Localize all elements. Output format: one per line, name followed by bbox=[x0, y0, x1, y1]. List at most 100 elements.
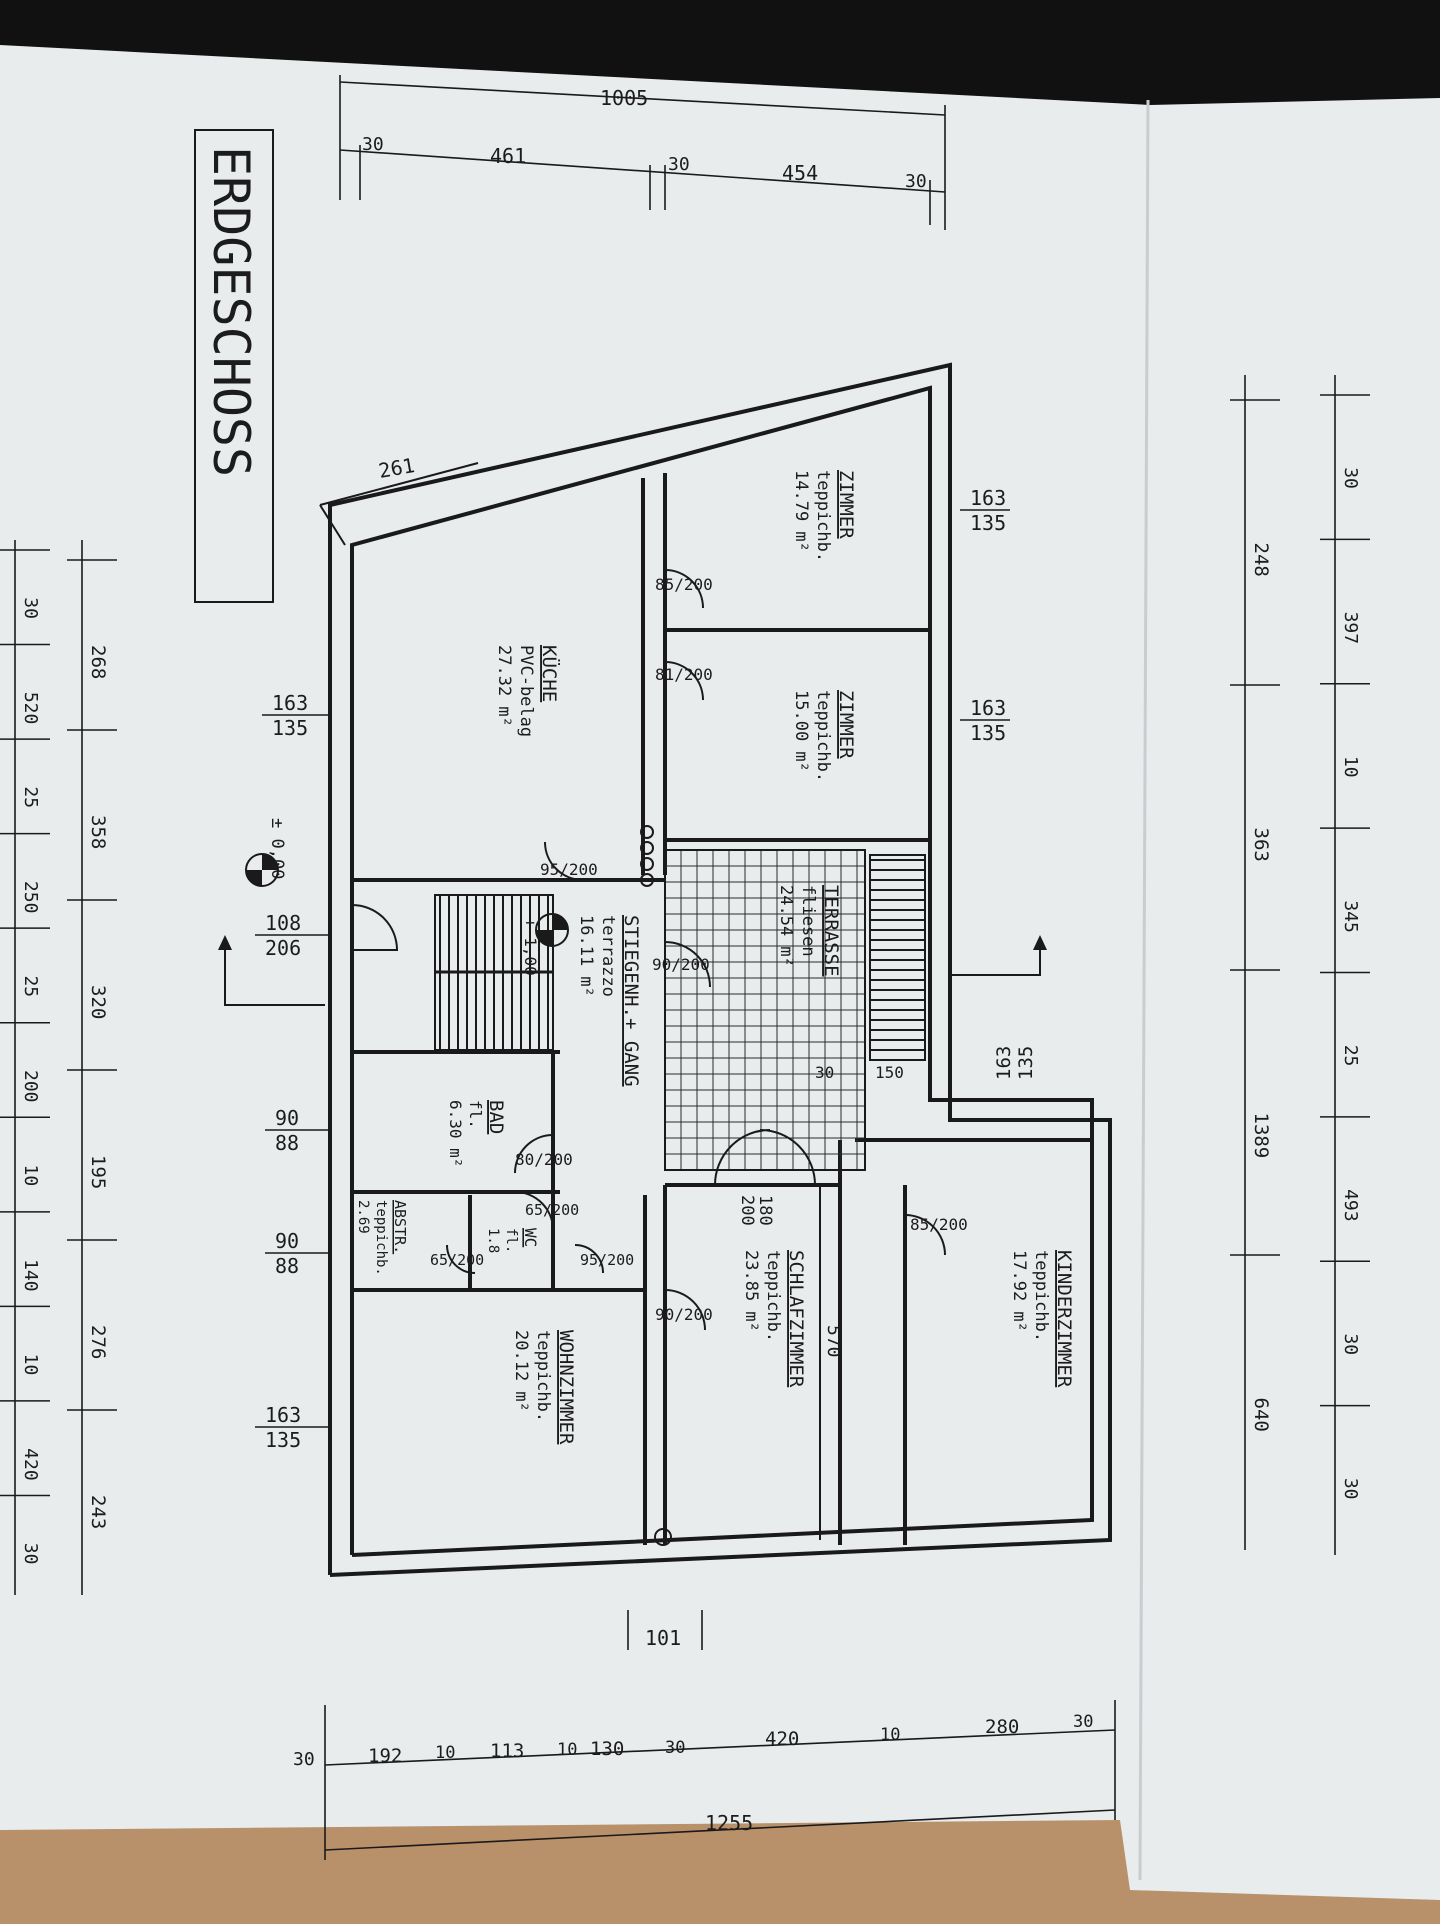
room-terrasse-area: 24.54 m² bbox=[776, 885, 796, 967]
window-8-width: 90 bbox=[275, 1229, 299, 1253]
room-zimmer-1-floor: teppichb. bbox=[813, 470, 833, 562]
window-9-label: 180 200 bbox=[737, 1195, 775, 1226]
dimension-bottom-seg-8: 420 bbox=[765, 1728, 799, 1750]
stair-dim-150: 150 bbox=[875, 1063, 904, 1082]
dimension-right-outer-6: 493 bbox=[1340, 1189, 1361, 1222]
room-kueche-area: 27.32 m² bbox=[494, 645, 514, 727]
title-box bbox=[194, 129, 274, 603]
title-label: ERDGESCHOSS bbox=[202, 146, 260, 477]
window-1-width: 163 bbox=[970, 486, 1006, 510]
dimension-right-inner-2: 363 bbox=[1250, 828, 1272, 862]
dimension-right-outer-8: 30 bbox=[1340, 1478, 1361, 1500]
window-4-height: 135 bbox=[265, 1428, 301, 1452]
dimension-bottom-seg-3: 10 bbox=[435, 1743, 455, 1763]
door-4-label: 90/200 bbox=[652, 955, 710, 974]
exterior-walls bbox=[319, 362, 1112, 1577]
room-wohnzimmer-area: 20.12 m² bbox=[511, 1330, 531, 1412]
room-labels: ZIMMER teppichb. 14.79 m² ZIMMER teppich… bbox=[355, 470, 1075, 1445]
dimension-bottom-seg-4: 113 bbox=[490, 1740, 524, 1762]
room-stiegenhaus-name: STIEGENH.+ GANG bbox=[620, 915, 642, 1087]
dimension-bottom-seg-10: 280 bbox=[985, 1716, 1019, 1738]
paper-fold bbox=[1138, 99, 1150, 1881]
room-bad-area: 6.30 m² bbox=[446, 1100, 465, 1167]
dimension-right-outer-2: 397 bbox=[1340, 612, 1361, 645]
level-inside-label: + 1,00 bbox=[521, 918, 540, 976]
window-6-width: 108 bbox=[265, 911, 301, 935]
room-kueche: KÜCHE PVC-belag 27.32 m² bbox=[494, 645, 561, 737]
dimension-left-outer-9: 10 bbox=[20, 1354, 41, 1376]
window-3-height: 135 bbox=[272, 716, 308, 740]
room-terrasse-name: TERRASSE bbox=[820, 885, 842, 977]
room-terrasse: TERRASSE fliesen 24.54 m² bbox=[776, 885, 842, 977]
window-2-label: 163 135 bbox=[960, 696, 1010, 745]
dimension-bottom-seg-5: 10 bbox=[557, 1740, 577, 1760]
dimension-bottom-seg-7: 30 bbox=[665, 1738, 685, 1758]
dimension-top-seg-5: 30 bbox=[905, 171, 927, 192]
room-stiegenhaus-area: 16.11 m² bbox=[576, 915, 596, 997]
room-kinderzimmer: KINDERZIMMER teppichb. 17.92 m² bbox=[1009, 1250, 1075, 1388]
dimension-left-inner-4: 195 bbox=[87, 1155, 109, 1189]
dimension-left-outer-8: 140 bbox=[20, 1259, 41, 1292]
dimension-left-inner-6: 243 bbox=[87, 1495, 109, 1529]
dimension-right-inner-3: 1389 bbox=[1250, 1113, 1272, 1159]
dimension-right-outer-4: 345 bbox=[1340, 900, 1361, 933]
dimension-left-outer-10: 420 bbox=[20, 1448, 41, 1481]
room-kinderzimmer-area: 17.92 m² bbox=[1009, 1250, 1029, 1332]
dimension-left-outer-11: 30 bbox=[20, 1543, 41, 1565]
room-kueche-name: KÜCHE bbox=[538, 645, 561, 702]
dimension-bottom-seg-1: 30 bbox=[293, 1749, 315, 1770]
room-abstellraum-area: 2.69 bbox=[355, 1200, 371, 1234]
room-zimmer-2: ZIMMER teppichb. 15.00 m² bbox=[791, 690, 857, 782]
room-schlafzimmer-area: 23.85 m² bbox=[741, 1250, 761, 1332]
stair-dim-30: 30 bbox=[815, 1063, 834, 1082]
room-wc-floor: fl. bbox=[503, 1228, 519, 1253]
door-10-label: 85/200 bbox=[910, 1215, 968, 1234]
dimension-top-seg-3: 30 bbox=[668, 154, 690, 175]
dimension-left-inner-5: 276 bbox=[87, 1325, 109, 1359]
room-zimmer-1-area: 14.79 m² bbox=[791, 470, 811, 552]
window-5-label: 163 135 bbox=[993, 1046, 1037, 1080]
room-kinderzimmer-name: KINDERZIMMER bbox=[1053, 1250, 1075, 1388]
dimension-right-outer-5: 25 bbox=[1340, 1045, 1361, 1067]
room-schlafzimmer-name: SCHLAFZIMMER bbox=[785, 1250, 807, 1388]
dimension-bottom-seg-11: 30 bbox=[1073, 1712, 1093, 1732]
dimension-left-outer-5: 25 bbox=[20, 975, 41, 997]
room-schlafzimmer: SCHLAFZIMMER teppichb. 23.85 m² bbox=[741, 1250, 807, 1388]
dimension-left-inner-2: 358 bbox=[87, 815, 109, 849]
window-3-width: 163 bbox=[272, 691, 308, 715]
dimension-bottom-seg-6: 130 bbox=[590, 1738, 624, 1760]
chimney-circles bbox=[640, 825, 672, 1546]
interior-walls bbox=[352, 473, 1092, 1545]
window-1-height: 135 bbox=[970, 511, 1006, 535]
window-labels: 163 135 163 135 163 135 163 135 163 135 … bbox=[255, 486, 1037, 1452]
dimension-top-seg-4: 454 bbox=[782, 161, 818, 185]
dimension-left-outer-4: 250 bbox=[20, 881, 41, 914]
door-labels: 85/200 81/200 95/200 90/200 80/200 65/20… bbox=[430, 575, 968, 1324]
door-5-label: 80/200 bbox=[515, 1150, 573, 1169]
room-zimmer-1-name: ZIMMER bbox=[835, 470, 857, 539]
window-1-label: 163 135 bbox=[960, 486, 1010, 535]
black-tape-strip bbox=[0, 0, 1440, 105]
door-9-label: 90/200 bbox=[655, 1305, 713, 1324]
window-7-label: 90 88 bbox=[265, 1106, 330, 1155]
level-marker-inside: + 1,00 bbox=[521, 913, 569, 976]
room-wohnzimmer: WOHNZIMMER teppichb. 20.12 m² bbox=[511, 1330, 577, 1445]
room-zimmer-2-name: ZIMMER bbox=[835, 690, 857, 759]
room-terrasse-floor: fliesen bbox=[798, 885, 818, 957]
room-bad-floor: fl. bbox=[466, 1100, 485, 1129]
window-9-height: 200 bbox=[737, 1195, 757, 1226]
window-7-height: 88 bbox=[275, 1131, 299, 1155]
door-1-label: 85/200 bbox=[655, 575, 713, 594]
dimension-right-inner-4: 640 bbox=[1250, 1398, 1272, 1432]
dimension-bottom-total: 1255 bbox=[705, 1811, 753, 1835]
window-6-label: 108 206 bbox=[255, 911, 330, 960]
door-7-label: 65/200 bbox=[430, 1251, 484, 1269]
dimension-left-inner-1: 268 bbox=[87, 645, 109, 679]
paper-sheet bbox=[0, 40, 1440, 1900]
dimension-top-seg-1: 30 bbox=[362, 134, 384, 155]
dimension-left-inner-3: 320 bbox=[87, 985, 109, 1019]
window-5-height: 135 bbox=[1015, 1046, 1037, 1080]
dimension-top-seg-2: 461 bbox=[490, 144, 526, 168]
room-wohnzimmer-floor: teppichb. bbox=[533, 1330, 553, 1422]
